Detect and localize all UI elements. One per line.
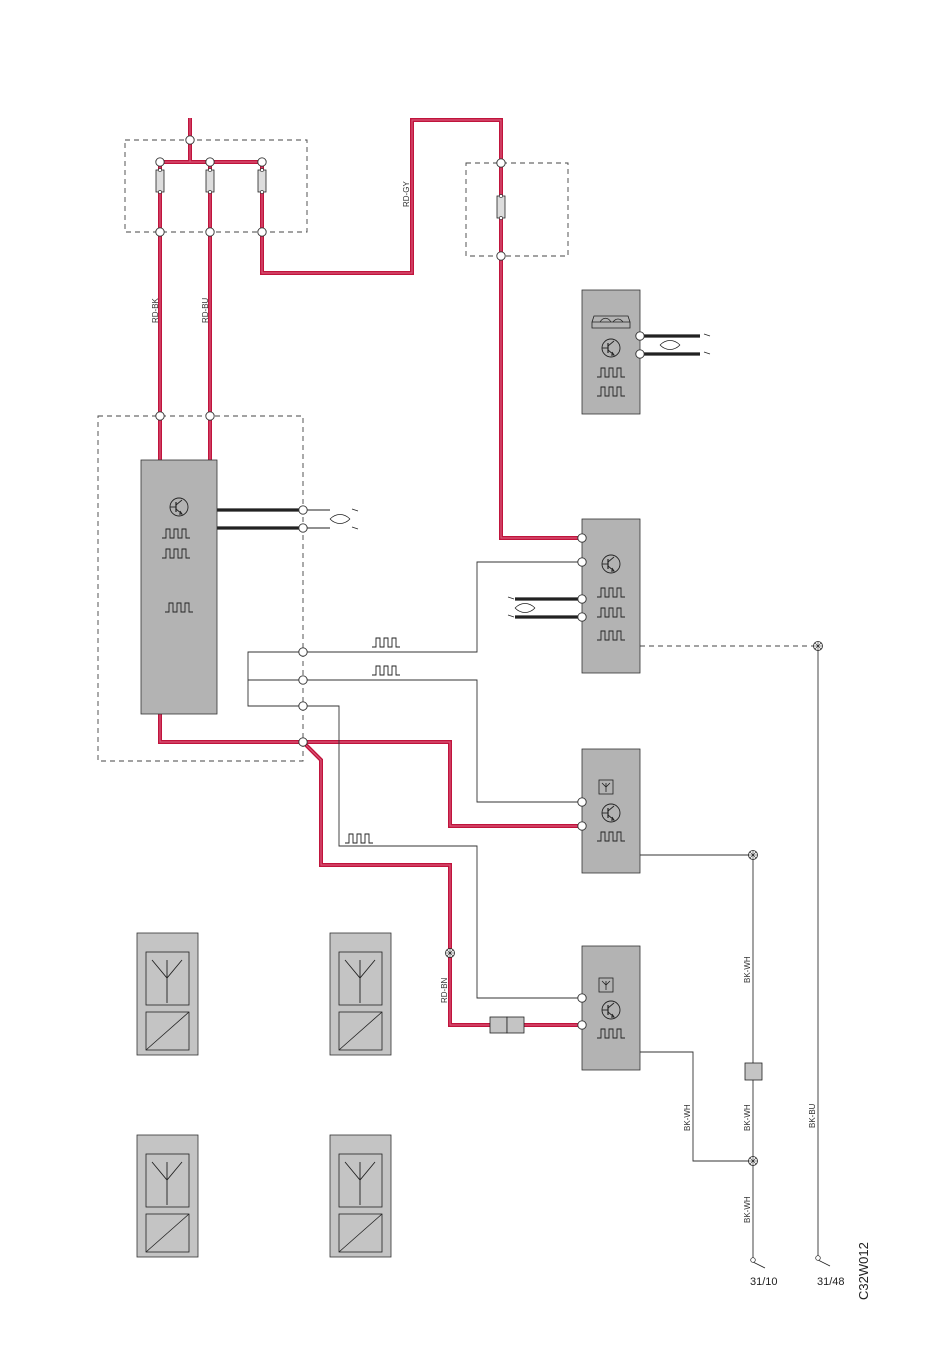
antenna-unit-1 <box>137 933 198 1055</box>
terminal-point <box>156 412 164 420</box>
module-output-wire <box>160 714 303 742</box>
ground-icon <box>814 642 823 651</box>
terminal-point <box>578 558 586 566</box>
wire-label-bk-bu: BK-BU <box>808 1103 817 1128</box>
terminal-point <box>156 228 164 236</box>
terminal-point <box>258 158 266 166</box>
terminal-point <box>156 158 164 166</box>
feed-to-module-b <box>303 742 582 826</box>
signal-wire-1 <box>303 562 582 652</box>
wire-label-rd-gy: RD-GY <box>402 181 411 207</box>
terminal-point <box>186 136 194 144</box>
feed-to-module-a <box>501 256 582 538</box>
fuse-3 <box>258 170 266 192</box>
terminal-point <box>299 676 307 684</box>
fuse-terminal <box>260 168 263 171</box>
terminal-point <box>636 332 644 340</box>
power-wire-core <box>303 742 582 826</box>
wire-label-rd-bk: RD-BK <box>151 297 160 323</box>
fuse-box-housing-2 <box>466 163 568 256</box>
terminal-point <box>578 1021 586 1029</box>
terminal-point <box>497 159 505 167</box>
terminal-point <box>636 350 644 358</box>
wire-label-bk-wh-mid: BK-WH <box>743 1104 752 1131</box>
fuse-2 <box>206 170 214 192</box>
terminal-point <box>578 798 586 806</box>
connector-icon <box>490 1017 524 1033</box>
power-wire-core <box>501 256 582 538</box>
fuse-terminal <box>260 190 263 193</box>
wire-rd-gy <box>262 120 501 273</box>
wire-label-bk-wh-upper: BK-WH <box>743 956 752 983</box>
terminal-point <box>206 228 214 236</box>
fuse-1 <box>156 170 164 192</box>
fuse-terminal <box>208 168 211 171</box>
fuse-box-housing <box>125 140 307 232</box>
terminal-point <box>299 506 307 514</box>
terminal-point <box>206 412 214 420</box>
terminals <box>156 136 644 1029</box>
ground-terminal-31-10 <box>751 1258 765 1268</box>
terminal-point <box>206 158 214 166</box>
wire-label-rd-bn: RD-BN <box>440 977 449 1003</box>
fuse-4 <box>497 196 505 218</box>
fuse-terminal <box>208 190 211 193</box>
central-control-module <box>141 460 217 714</box>
ground-wire-bk-wh <box>640 855 753 1258</box>
ground-icon <box>749 851 758 860</box>
twisted-pair-icon <box>330 509 358 529</box>
ground-wire-bk-wh-2 <box>640 1052 753 1161</box>
ground-icon <box>749 1157 758 1166</box>
terminal-point <box>258 228 266 236</box>
terminal-point <box>299 524 307 532</box>
power-wire-paths <box>160 118 582 1025</box>
square-wave-icon <box>372 638 400 647</box>
connector-icon <box>745 1063 762 1080</box>
antenna-unit-3 <box>137 1135 198 1257</box>
square-wave-icon <box>372 666 400 675</box>
terminal-point <box>578 822 586 830</box>
wire-label-bk-wh-left: BK-WH <box>683 1104 692 1131</box>
signal-return <box>248 652 303 706</box>
square-wave-icon <box>345 834 373 843</box>
terminal-point <box>578 994 586 1002</box>
red-power-wires <box>160 118 582 1025</box>
ground-label-31-10: 31/10 <box>750 1276 778 1288</box>
terminal-point <box>578 534 586 542</box>
fuse-terminal <box>499 194 502 197</box>
terminal-point <box>578 613 586 621</box>
fuse-terminal <box>158 168 161 171</box>
ground-terminal-31-48 <box>816 1256 830 1266</box>
ground-label-31-48: 31/48 <box>817 1276 845 1288</box>
fuse-terminal <box>499 216 502 219</box>
wire-label-rd-bu: RD-BU <box>201 297 210 323</box>
terminal-point <box>299 702 307 710</box>
terminal-point <box>299 738 307 746</box>
module-c <box>582 946 640 1070</box>
terminal-point <box>497 252 505 260</box>
module-a <box>582 519 640 673</box>
antenna-unit-2 <box>330 933 391 1055</box>
wire-label-bk-wh-lower: BK-WH <box>743 1196 752 1223</box>
fuse-terminal <box>158 190 161 193</box>
display-module <box>582 290 640 414</box>
power-wire-core <box>262 120 501 273</box>
terminal-point <box>578 595 586 603</box>
antenna-unit-4 <box>330 1135 391 1257</box>
terminal-point <box>299 648 307 656</box>
module-b <box>582 749 640 873</box>
diagram-code: C32W012 <box>856 1242 871 1300</box>
power-wire-core <box>160 714 303 742</box>
ground-icon <box>446 949 455 958</box>
